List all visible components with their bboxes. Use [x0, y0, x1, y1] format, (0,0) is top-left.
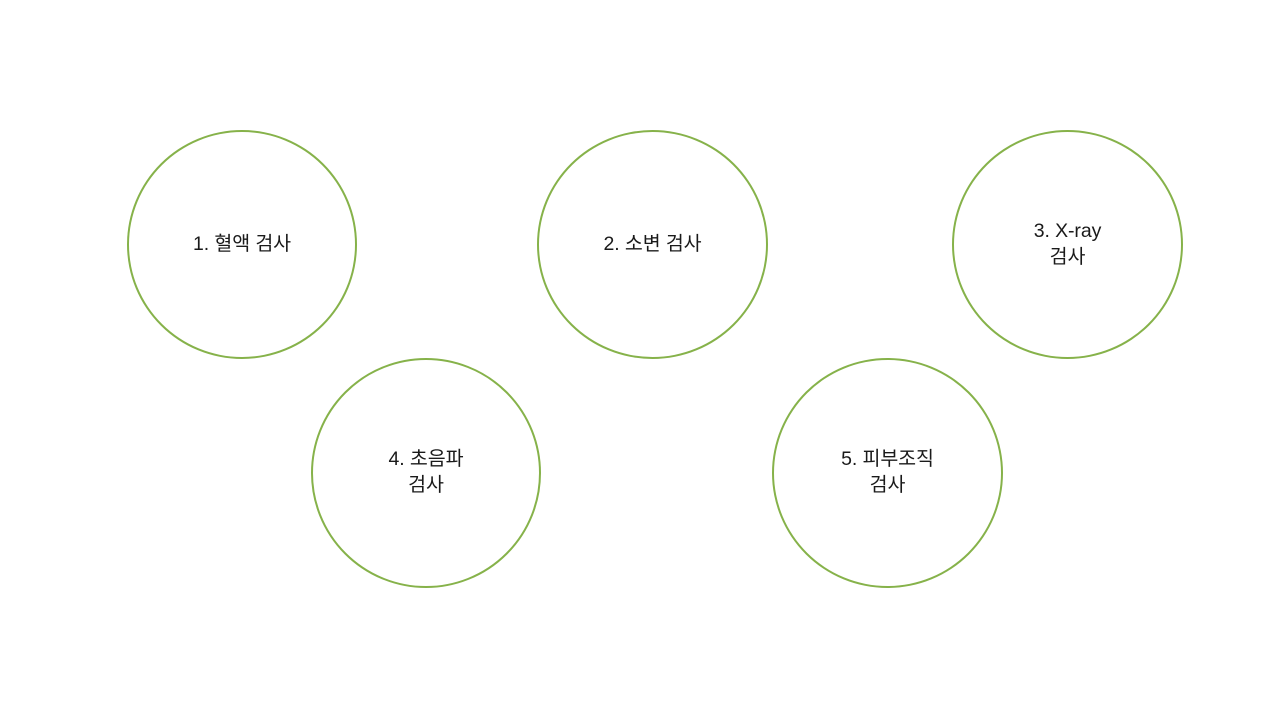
circle-node-3-label: 3. X-ray 검사 — [1033, 219, 1102, 268]
circle-node-4-label: 4. 초음파 검사 — [388, 448, 464, 496]
circle-node-1[interactable]: 1. 혈액 검사 — [127, 130, 357, 359]
circle-node-2-label: 2. 소변 검사 — [603, 232, 702, 255]
circle-node-5-label: 5. 피부조직 검사 — [841, 448, 934, 496]
circle-node-5[interactable]: 5. 피부조직 검사 — [772, 358, 1003, 588]
circle-node-4[interactable]: 4. 초음파 검사 — [311, 358, 541, 588]
circle-node-2[interactable]: 2. 소변 검사 — [537, 130, 768, 359]
circle-node-3[interactable]: 3. X-ray 검사 — [952, 130, 1183, 359]
circle-node-1-label: 1. 혈액 검사 — [192, 232, 292, 255]
